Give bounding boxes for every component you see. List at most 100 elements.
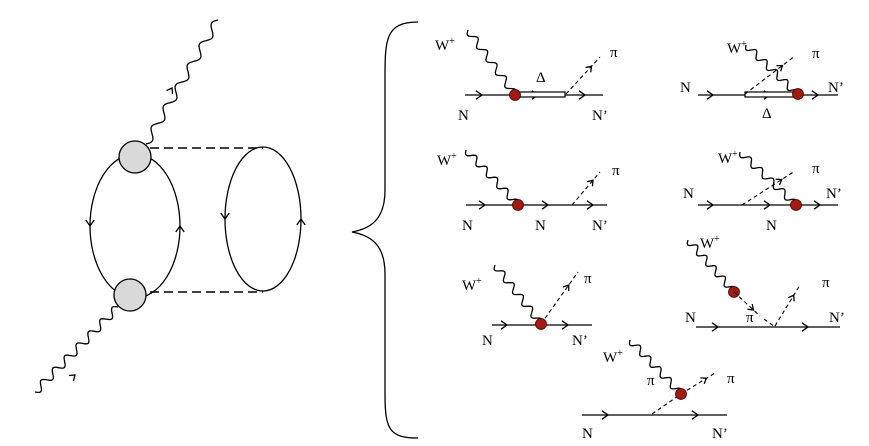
arrow-icon	[711, 322, 720, 332]
w-boson-line-top	[145, 19, 219, 145]
arrow-icon	[85, 219, 95, 228]
diagram-pion-pole	[686, 239, 840, 332]
w-boson-line	[493, 264, 543, 325]
arrow-icon	[561, 320, 570, 330]
w-boson-line-bottom	[34, 305, 119, 394]
superscript-plus: +	[732, 149, 738, 160]
arrow-icon	[776, 64, 784, 72]
nucleon-loop-right	[224, 146, 302, 292]
vertex-blob-bottom	[113, 278, 147, 312]
contributing-diagrams	[464, 29, 840, 420]
curly-brace	[351, 21, 419, 439]
vertex-blob-top	[118, 140, 152, 174]
pion-line	[741, 170, 796, 206]
diagram-nucleon-u-channel	[698, 151, 838, 211]
arrow-icon	[601, 410, 610, 420]
arrow-icon	[763, 200, 772, 210]
w-boson-line	[628, 339, 683, 395]
label-pion: π	[812, 46, 820, 62]
label-n: N	[680, 80, 691, 96]
arrow-icon	[541, 200, 550, 210]
label-delta: Δ	[536, 70, 546, 86]
arrow-icon	[691, 410, 700, 420]
vertex-dot	[792, 88, 804, 100]
label-pion: π	[612, 163, 620, 179]
pion-line	[565, 56, 601, 95]
w-boson-line	[739, 151, 797, 206]
arrow-icon	[220, 212, 230, 221]
label-w-boson: W+	[718, 149, 738, 167]
arrow-icon	[706, 200, 715, 210]
label-n: N	[685, 310, 696, 326]
superscript-plus: +	[617, 348, 623, 359]
arrow-icon	[787, 294, 795, 302]
arrow-icon	[813, 200, 822, 210]
arrow-icon	[801, 322, 810, 332]
delta-propagator	[744, 91, 799, 98]
label-pion-intermediate: π	[647, 373, 655, 389]
label-n: N	[458, 108, 469, 124]
label-delta: Δ	[762, 106, 772, 122]
arrow-icon	[478, 200, 487, 210]
label-n: N	[482, 333, 493, 349]
arrow-icon	[68, 374, 76, 382]
arrow-icon	[586, 200, 595, 210]
w-boson-line	[744, 44, 800, 96]
superscript-plus: +	[741, 39, 747, 50]
superscript-plus: +	[476, 276, 482, 287]
label-n-prime: N’	[829, 310, 845, 326]
arrow-icon	[166, 87, 174, 95]
arrow-icon	[775, 178, 783, 186]
delta-propagator	[514, 91, 566, 98]
label-w-boson: W+	[435, 36, 455, 54]
label-n: N	[462, 218, 473, 234]
pion-line	[733, 291, 761, 317]
w-boson-line	[686, 239, 736, 293]
pion-line	[680, 372, 716, 395]
diagram-contact-term	[492, 264, 592, 330]
label-pion: π	[584, 271, 592, 287]
vertex-dot	[790, 199, 802, 211]
arrow-icon	[811, 90, 820, 100]
label-pion: π	[727, 371, 735, 387]
label-w-boson: W+	[603, 348, 623, 366]
arrow-icon	[747, 303, 755, 311]
label-w-boson: W+	[700, 234, 720, 252]
arrow-icon	[296, 217, 306, 226]
label-w-boson: W+	[727, 39, 747, 57]
arrow-icon	[500, 320, 509, 330]
label-n-prime: N’	[828, 80, 844, 96]
pion-line	[571, 171, 601, 206]
w-boson-line	[464, 149, 520, 206]
arrow-icon	[586, 179, 594, 187]
pion-line	[774, 284, 801, 327]
w-boson-lines	[34, 19, 219, 394]
label-w-boson: W+	[462, 276, 482, 294]
vertex-dot	[535, 318, 547, 330]
label-n: N	[683, 186, 694, 202]
vertex-dot	[512, 199, 524, 211]
label-n: N	[582, 426, 593, 442]
vertex-dot	[509, 89, 521, 101]
w-boson-line	[466, 29, 517, 96]
loop-arrows	[68, 87, 306, 382]
arrow-icon	[175, 224, 185, 233]
two-loop-diagram	[34, 19, 306, 394]
arrow-icon	[475, 90, 484, 100]
superscript-plus: +	[449, 36, 455, 47]
nucleon-loop-left	[89, 153, 181, 299]
label-pion: π	[812, 161, 820, 177]
label-n-prime: N’	[712, 426, 728, 442]
diagram-nucleon-s-channel	[464, 149, 607, 211]
label-n-prime: N’	[826, 186, 842, 202]
arrow-icon	[700, 377, 708, 385]
pion-line	[744, 55, 796, 95]
diagram-delta-u-channel	[698, 44, 838, 100]
label-w-boson: W+	[437, 151, 457, 169]
label-n-prime: N’	[572, 333, 588, 349]
diagram-pion-in-flight	[582, 339, 727, 420]
label-n-prime: N’	[592, 108, 608, 124]
diagram-delta-s-channel	[465, 29, 603, 101]
